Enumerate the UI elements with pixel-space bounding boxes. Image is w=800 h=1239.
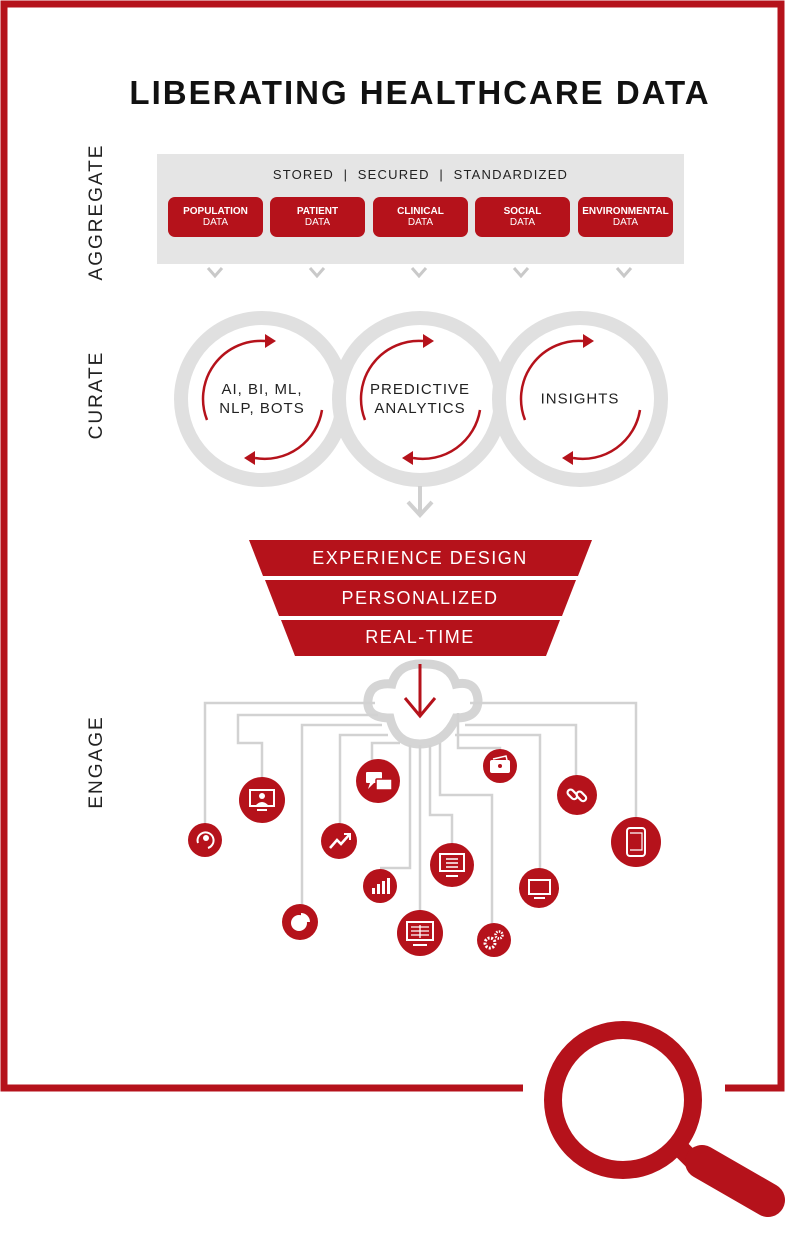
data-source-environmental: ENVIRONMENTAL DATA — [578, 197, 673, 237]
cycle-arc — [254, 409, 324, 461]
link-icon — [557, 775, 597, 815]
data-source-social: SOCIAL DATA — [475, 197, 570, 237]
section-label-aggregate: AGGREGATE — [86, 143, 107, 281]
ring-label-ai-bi-ml: AI, BI, ML, NLP, BOTS — [207, 380, 317, 418]
cycle-arc — [412, 409, 482, 461]
data-source-title: ENVIRONMENTAL — [582, 206, 669, 217]
aggregate-arrows — [206, 267, 633, 279]
cycle-arc — [572, 409, 642, 461]
funnel-level-personalized: PERSONALIZED — [341, 588, 499, 608]
border-frame — [0, 0, 785, 1092]
cycle-arc — [201, 339, 266, 421]
data-source-sub: DATA — [407, 217, 434, 228]
aggregate-header: STORED | SECURED | STANDARDIZED — [272, 167, 569, 182]
section-label-engage: ENGAGE — [86, 715, 107, 809]
chat-bubbles-icon — [356, 759, 400, 803]
data-source-clinical: CLINICAL DATA — [373, 197, 468, 237]
ring-label-line: INSIGHTS — [540, 390, 620, 408]
data-source-title: CLINICAL — [397, 206, 444, 217]
connector-lines — [203, 701, 638, 928]
data-source-population: POPULATION DATA — [168, 197, 263, 237]
monitor-grid-icon — [397, 910, 443, 956]
trend-up-icon — [321, 823, 357, 859]
wallet-icon — [483, 749, 517, 783]
page-title: LIBERATING HEALTHCARE DATA — [129, 74, 711, 111]
ring-label-line: PREDICTIVE — [369, 381, 470, 398]
gears-icon — [477, 923, 511, 957]
ring-label-insights: INSIGHTS — [525, 390, 635, 409]
monitor-icon — [430, 843, 474, 887]
data-source-title: SOCIAL — [503, 206, 542, 217]
bar-chart-icon — [363, 869, 397, 903]
funnel — [249, 540, 592, 656]
ring-label-line: NLP, BOTS — [219, 400, 305, 417]
ring-label-predictive-analytics: PREDICTIVE ANALYTICS — [365, 380, 475, 418]
cycle-arc — [359, 339, 424, 421]
data-source-sub: DATA — [304, 217, 331, 228]
data-source-sub: DATA — [509, 217, 536, 228]
magnifier-icon — [544, 1021, 785, 1217]
mobile-phone-icon — [611, 817, 661, 867]
funnel-level-experience-design: EXPERIENCE DESIGN — [312, 548, 528, 568]
data-source-title: PATIENT — [296, 206, 339, 217]
pie-chart-icon — [282, 904, 318, 940]
cycle-arc — [519, 339, 584, 421]
data-source-title: POPULATION — [183, 206, 248, 217]
section-label-curate: CURATE — [86, 350, 107, 440]
desktop-icon — [519, 868, 559, 908]
monitor-user-icon — [239, 777, 285, 823]
curate-down-arrow — [406, 486, 434, 518]
ring-label-line: ANALYTICS — [374, 400, 466, 417]
funnel-level-real-time: REAL-TIME — [365, 627, 475, 647]
data-source-sub: DATA — [202, 217, 229, 228]
data-source-patient: PATIENT DATA — [270, 197, 365, 237]
refresh-user-icon — [188, 823, 222, 857]
ring-label-line: AI, BI, ML, — [221, 381, 303, 398]
curate-rings — [174, 311, 668, 487]
engage-icons — [188, 749, 661, 957]
cloud-hub — [363, 659, 483, 749]
data-source-sub: DATA — [612, 217, 639, 228]
